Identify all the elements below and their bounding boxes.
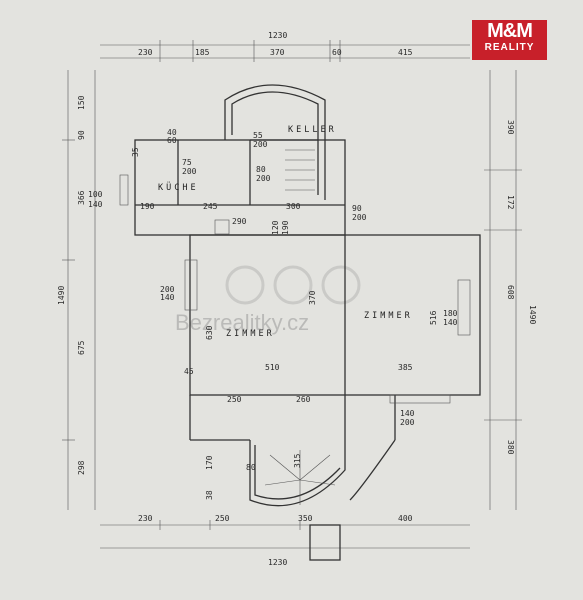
dim-200f: 200 [400,418,415,427]
dim-45: 45 [184,367,194,376]
dim-140b: 140 [443,318,458,327]
dim-385: 385 [398,363,413,372]
dim-300: 300 [286,202,301,211]
dim-370: 370 [308,290,317,305]
dim-510: 510 [265,363,280,372]
dim-200b: 200 [182,167,197,176]
dim-right-3: 380 [506,440,515,455]
dim-290: 290 [232,217,247,226]
inner-dimensions: 190 245 290 300 200 140 75 200 80 200 55… [131,128,458,500]
room-label-keller: KELLER [288,125,337,135]
dim-140a: 140 [160,293,175,302]
dim-245: 245 [203,202,218,211]
dim-right-2: 608 [506,285,515,300]
dim-315: 315 [293,453,302,468]
dim-left-stack-1: 90 [77,130,86,140]
logo-sub: REALITY [484,42,535,53]
dim-left-upper: 366 [77,190,86,205]
dim-200a: 200 [160,285,175,294]
dimension-lines [62,40,522,549]
dim-90: 90 [352,204,362,213]
dim-200c: 200 [256,174,271,183]
dim-bottom-1: 250 [215,514,230,523]
dim-250: 250 [227,395,242,404]
dim-200d: 200 [253,140,268,149]
dim-200e: 200 [352,213,367,222]
dim-bottom-3: 400 [398,514,413,523]
dim-180: 180 [443,309,458,318]
dim-top-1: 185 [195,48,210,57]
room-label-zimmer-right: ZIMMER [364,311,413,321]
walls [119,84,481,561]
dim-38: 38 [205,490,214,500]
dim-left-stack-2: 100 [88,190,103,199]
dim-left-stack-0: 150 [77,95,86,110]
room-label-zimmer-left: ZIMMER [226,329,275,339]
dim-80: 80 [256,165,266,174]
dim-bottom-total: 1230 [268,558,287,567]
dim-right-total: 1490 [528,305,537,324]
dim-right-0: 390 [506,120,515,135]
dim-35: 35 [131,147,140,157]
watermark-text: Bezrealitky.cz [175,310,309,335]
dim-630: 630 [205,325,214,340]
dim-top-3: 60 [332,48,342,57]
dim-top-total: 1230 [268,31,287,40]
watermark: Bezrealitky.cz [175,265,361,335]
dim-bottom-0: 230 [138,514,153,523]
dim-left-mid: 675 [77,340,86,355]
mm-reality-logo: M&M REALITY [472,20,547,60]
dim-top-2: 370 [270,48,285,57]
dim-170: 170 [205,455,214,470]
dim-190: 190 [140,202,155,211]
dim-left-stack-3: 140 [88,200,103,209]
dim-right-1: 172 [506,195,515,210]
logo-brand: M&M [487,20,533,42]
dim-left-total: 1490 [57,286,66,305]
dim-80b: 80 [246,463,256,472]
dim-top-0: 230 [138,48,153,57]
dim-40: 40 [167,128,177,137]
dim-left-low: 298 [77,460,86,475]
room-label-kuche: KÜCHE [158,182,199,193]
dim-260: 260 [296,395,311,404]
dim-60: 60 [167,136,177,145]
dim-top-4: 415 [398,48,413,57]
dim-190b: 190 [281,220,290,235]
dim-75: 75 [182,158,192,167]
dim-120: 120 [271,220,280,235]
dim-55: 55 [253,131,263,140]
dim-516: 516 [429,310,438,325]
dim-140c: 140 [400,409,415,418]
dim-bottom-2: 350 [298,514,313,523]
